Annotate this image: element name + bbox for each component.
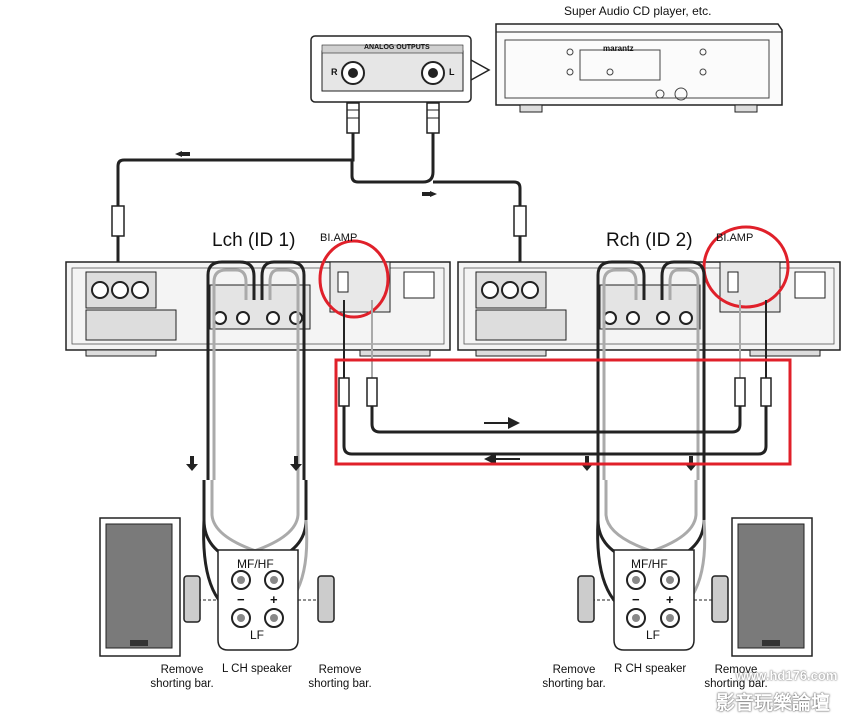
- interconnect-highlight-box: [334, 358, 792, 466]
- sacd-player: [495, 23, 783, 113]
- biamp-label-left: BI.AMP: [320, 232, 358, 244]
- plus-label-left: +: [270, 592, 278, 607]
- lch-title: Lch (ID 1): [212, 230, 296, 251]
- analog-outputs-callout: [310, 35, 491, 103]
- right-amplifier: [457, 261, 841, 357]
- rch-speaker-label: R CH speaker: [614, 663, 687, 675]
- biamp-label-right: BI.AMP: [716, 232, 754, 244]
- right-terminal-panel: [577, 549, 729, 651]
- signal-arrows: [175, 151, 437, 197]
- jack-l-label: L: [449, 67, 455, 77]
- remove-shorting-bar-4: Remove shorting bar.: [704, 664, 768, 690]
- minus-label-right: −: [632, 592, 640, 607]
- left-amplifier: [65, 261, 451, 357]
- biamp-highlight-right: [702, 225, 790, 309]
- left-down-arrows: [186, 456, 302, 471]
- player-label: Super Audio CD player, etc.: [564, 4, 712, 18]
- mfhf-label-right: MF/HF: [631, 557, 668, 571]
- left-terminal-panel: [183, 549, 335, 651]
- right-down-arrows: [581, 456, 697, 471]
- biamp-highlight-left: [318, 239, 390, 319]
- lch-speaker-label: L CH speaker: [222, 663, 292, 675]
- mfhf-label-left: MF/HF: [237, 557, 274, 571]
- left-speaker-box: [99, 517, 181, 657]
- player-brand: marantz: [603, 44, 634, 53]
- remove-shorting-bar-3: Remove shorting bar.: [542, 664, 606, 690]
- interconnect-cables: [338, 300, 772, 465]
- rch-title: Rch (ID 2): [606, 230, 693, 251]
- amp-input-plugs: [111, 205, 527, 282]
- right-speaker-box: [731, 517, 813, 657]
- plus-label-right: +: [666, 592, 674, 607]
- minus-label-left: −: [237, 592, 245, 607]
- remove-shorting-bar-1: Remove shorting bar.: [150, 664, 214, 690]
- rca-plugs: [346, 102, 440, 134]
- jack-r-label: R: [331, 67, 338, 77]
- remove-shorting-bar-2: Remove shorting bar.: [308, 664, 372, 690]
- input-cables: [116, 133, 522, 208]
- analog-outputs-label: ANALOG OUTPUTS: [364, 44, 430, 51]
- lf-label-left: LF: [250, 628, 265, 642]
- lf-label-right: LF: [646, 628, 661, 642]
- watermark-url: www.hd176.com: [736, 668, 838, 683]
- watermark-text: 影音玩樂論壇: [716, 693, 831, 714]
